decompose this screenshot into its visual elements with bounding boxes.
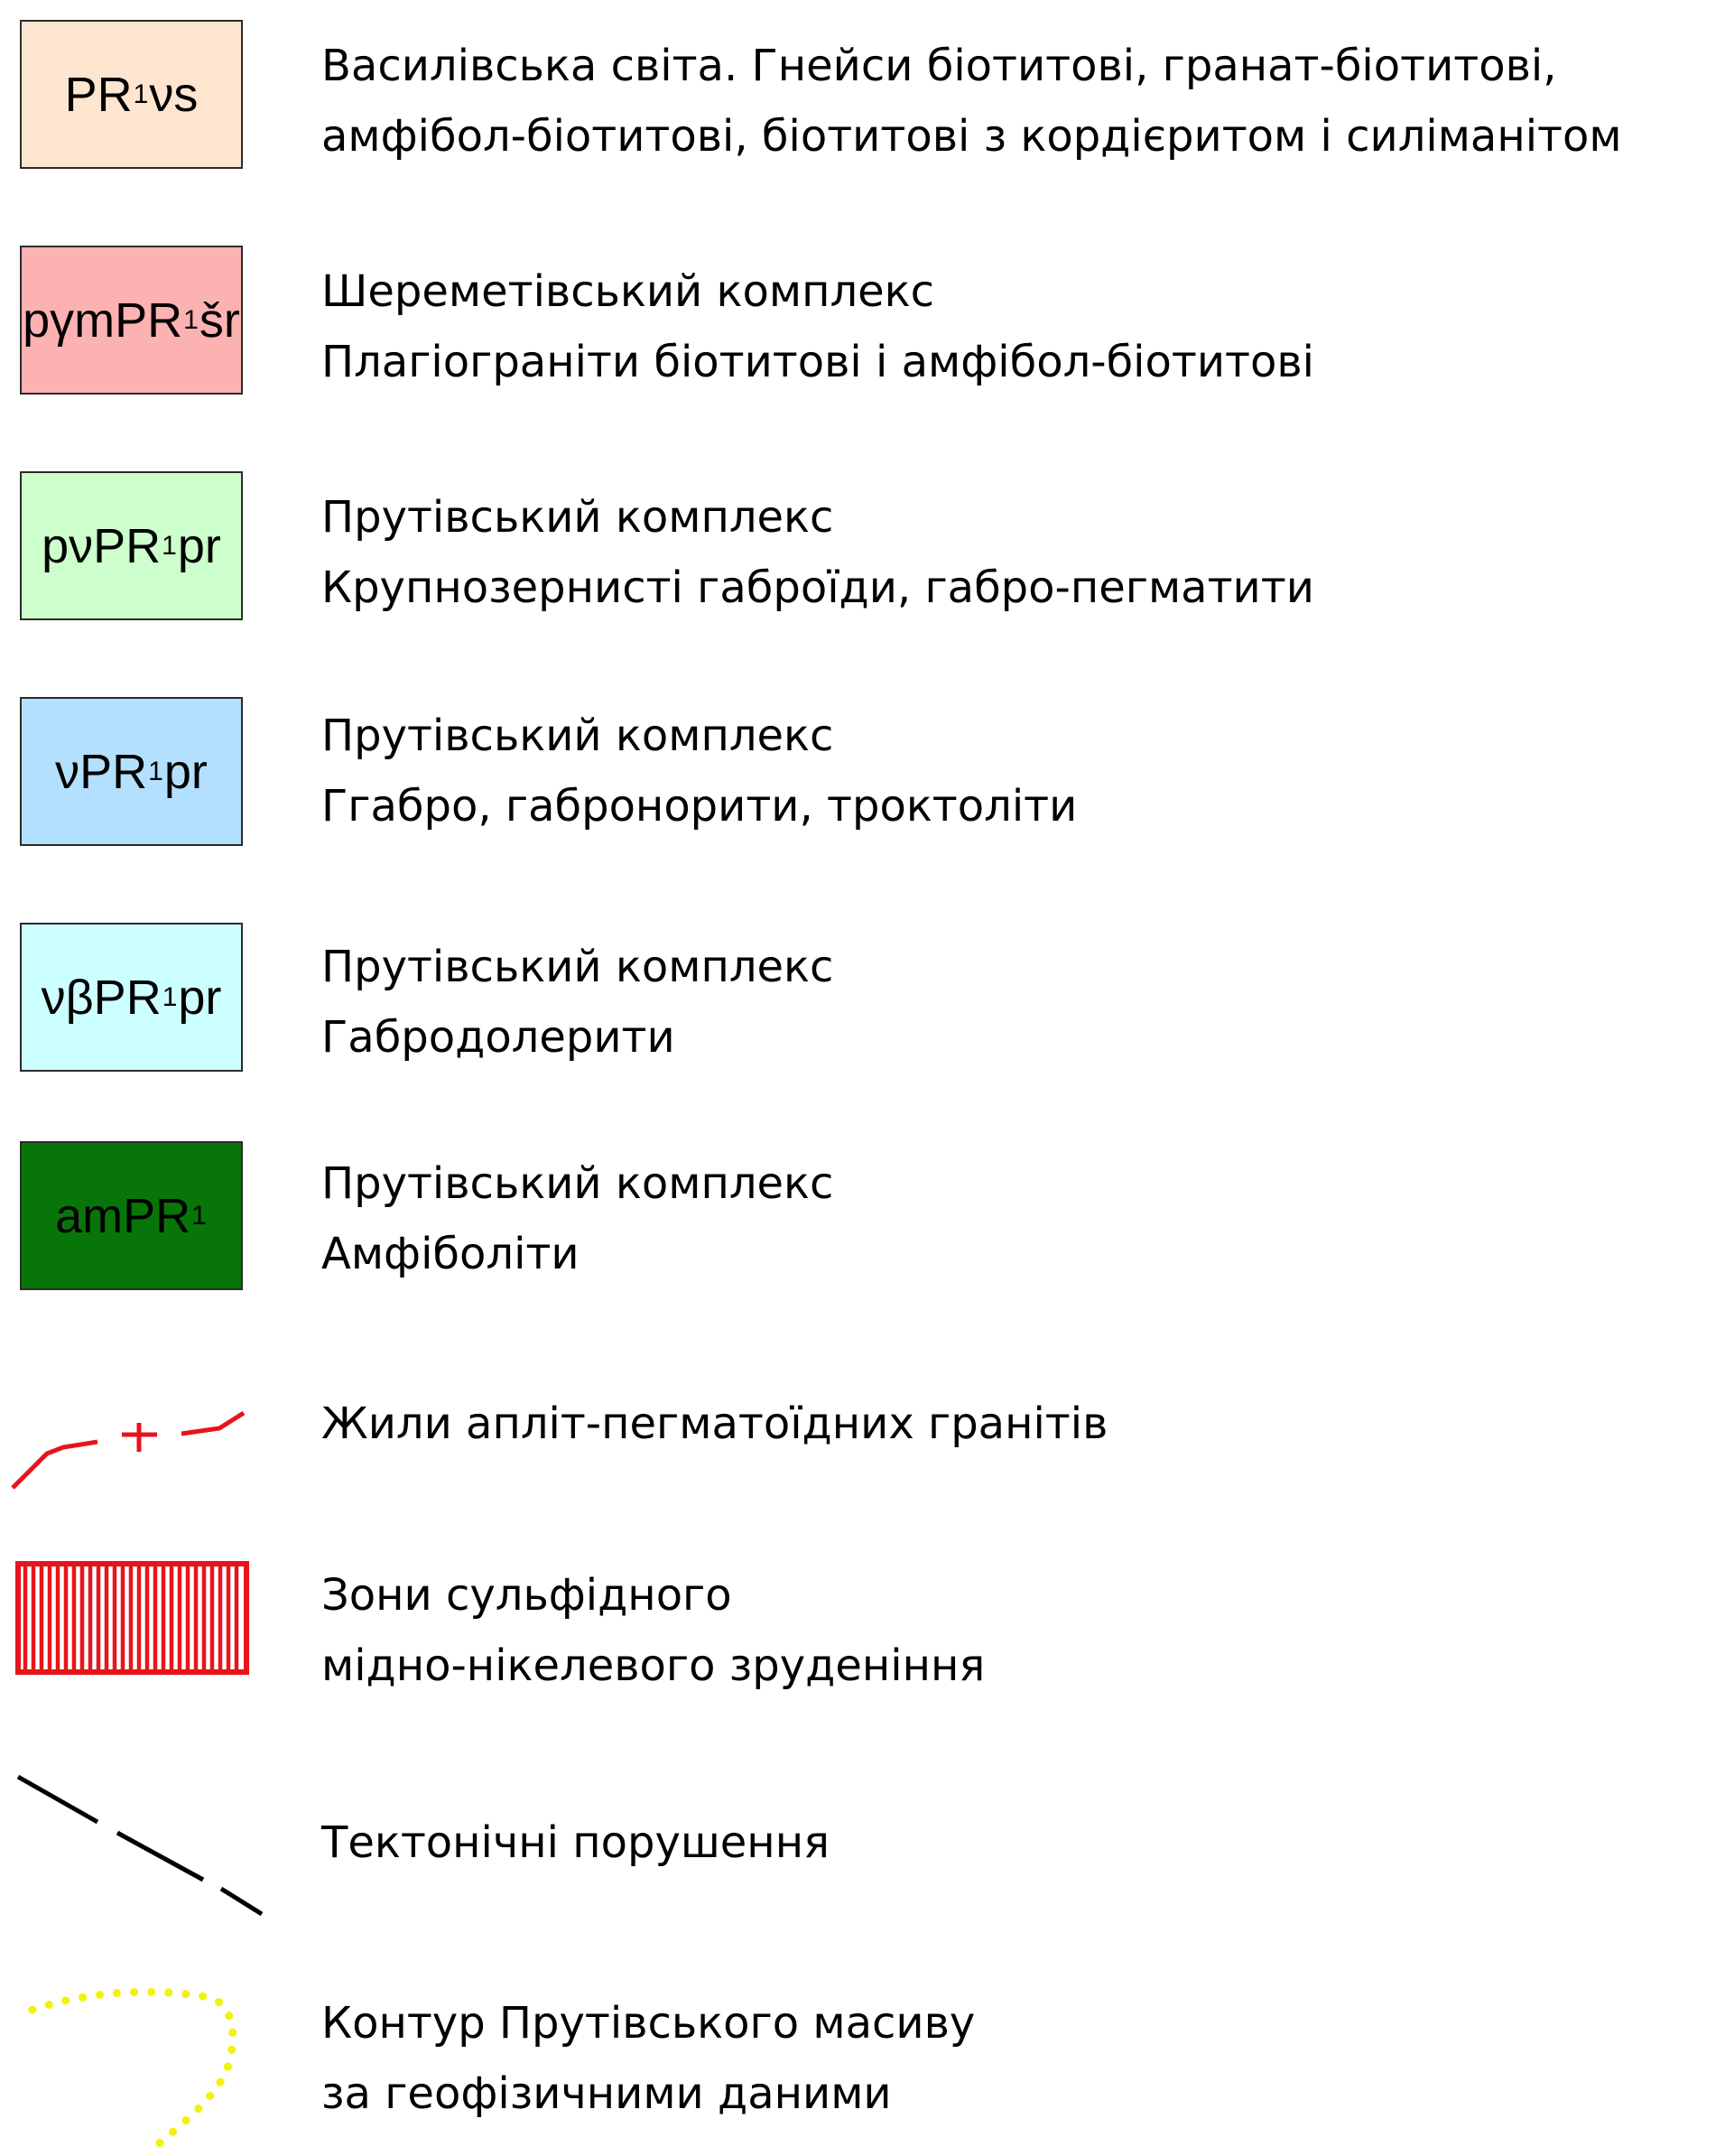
unit-description: Прутівський комплекс Ггабро, габронорити… xyxy=(321,701,1077,841)
unit-description: Василівська світа. Гнейси біотитові, гра… xyxy=(321,31,1622,172)
unit-code-tail: pr xyxy=(178,970,222,1025)
unit-description-line: Габродолерити xyxy=(321,1012,675,1063)
aplite-pegmatite-vein-icon xyxy=(11,1410,246,1490)
unit-code-main: PR xyxy=(115,293,183,348)
unit-code-subscript: 1 xyxy=(162,530,177,561)
unit-description-line: Крупнозернисті габроїди, габро-пегматити xyxy=(321,562,1314,613)
symbol-description-line: Тектонічні порушення xyxy=(321,1817,830,1868)
symbol-description-line: Жили апліт-пегматоїдних гранітів xyxy=(321,1399,1108,1449)
unit-description-line: Шереметівський комплекс xyxy=(321,266,935,317)
tectonic-fault-icon xyxy=(16,1774,264,1917)
symbol-description-line: Зони сульфідного xyxy=(321,1570,732,1621)
unit-description-line: Ггабро, габронорити, троктоліти xyxy=(321,781,1078,832)
unit-code-main: PR xyxy=(93,970,162,1025)
unit-code-tail: šr xyxy=(199,293,240,348)
unit-code-subscript: 1 xyxy=(148,756,163,786)
unit-description-line: Василівська світа. Гнейси біотитові, гра… xyxy=(321,41,1557,91)
massif-contour-icon xyxy=(28,1987,237,2149)
unit-code-prefix: ν xyxy=(55,744,80,799)
unit-description-line: Прутівський комплекс xyxy=(321,492,834,543)
symbol-description: Тектонічні порушення xyxy=(321,1808,830,1878)
unit-code-main: PR xyxy=(123,1188,191,1243)
symbol-description: Жили апліт-пегматоїдних гранітів xyxy=(321,1389,1108,1459)
unit-code-tail: νs xyxy=(149,67,199,122)
unit-code-main: PR xyxy=(93,518,162,573)
symbol-description-line: Контур Прутівського масиву xyxy=(321,1998,976,2049)
unit-code-subscript: 1 xyxy=(133,79,149,109)
unit-description-line: Прутівський комплекс xyxy=(321,1158,834,1209)
sulfide-zone-hatch-icon xyxy=(15,1561,249,1675)
unit-code-main: PR xyxy=(64,67,133,122)
unit-code-prefix: am xyxy=(55,1188,124,1243)
symbol-description-line: мідно-нікелевого зруденіння xyxy=(321,1640,986,1691)
unit-description: Прутівський комплекс Амфіболіти xyxy=(321,1148,833,1289)
unit-description: Шереметівський комплекс Плагіограніти бі… xyxy=(321,256,1314,397)
unit-description-line: амфібол-біотитові, біотитові з кордієрит… xyxy=(321,111,1622,162)
unit-description-line: Плагіограніти біотитові і амфібол-біотит… xyxy=(321,337,1314,387)
unit-description: Прутівський комплекс Габродолерити xyxy=(321,932,833,1073)
unit-description-line: Прутівський комплекс xyxy=(321,711,834,761)
unit-description-line: Амфіболіти xyxy=(321,1229,580,1279)
symbol-description: Контур Прутівського масиву за геофізични… xyxy=(321,1988,975,2129)
unit-code-prefix: pγm xyxy=(23,293,116,348)
unit-code-subscript: 1 xyxy=(162,981,178,1012)
unit-code-subscript: 1 xyxy=(191,1200,207,1231)
unit-code-subscript: 1 xyxy=(183,304,199,335)
symbol-description-line: за геофізичними даними xyxy=(321,2068,892,2119)
unit-code-prefix: pν xyxy=(42,518,94,573)
unit-code-tail: pr xyxy=(163,744,208,799)
unit-description: Прутівський комплекс Крупнозернисті габр… xyxy=(321,482,1314,623)
unit-code-tail: pr xyxy=(177,518,221,573)
symbol-description: Зони сульфідного мідно-нікелевого зруден… xyxy=(321,1560,985,1701)
unit-description-line: Прутівський комплекс xyxy=(321,942,834,992)
unit-code-main: PR xyxy=(79,744,148,799)
unit-code-prefix: νβ xyxy=(41,970,94,1025)
